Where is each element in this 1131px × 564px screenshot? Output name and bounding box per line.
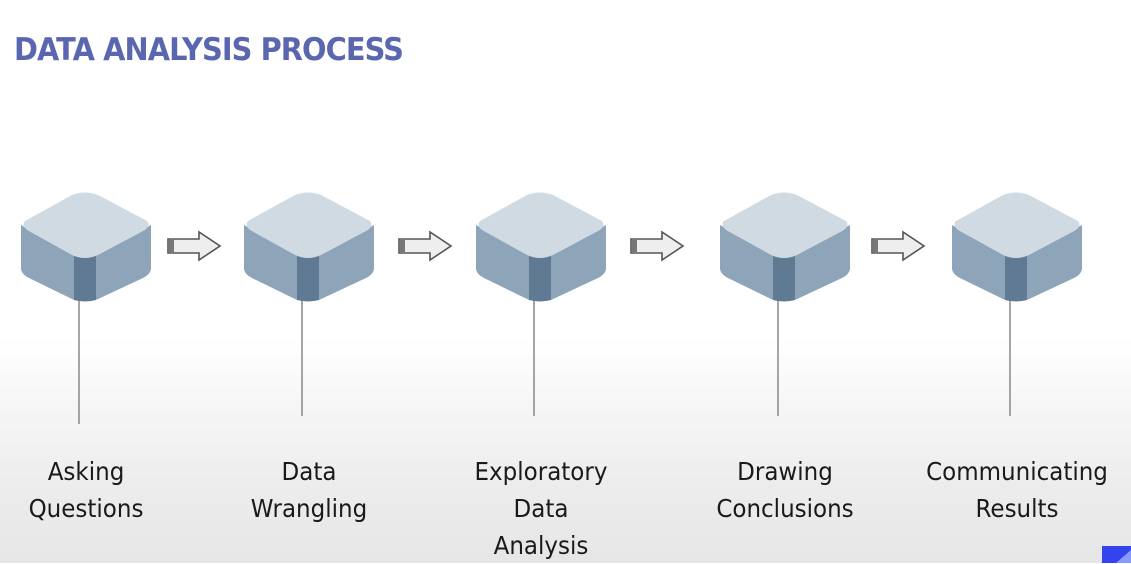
step-label-line: Questions	[28, 494, 144, 523]
step-label-line: Analysis	[493, 531, 589, 560]
arrow-tail-shade	[873, 240, 878, 252]
box-right-face	[319, 225, 374, 300]
step-label-line: Data	[513, 494, 569, 523]
box-right-face	[795, 225, 850, 300]
step-box-5	[952, 192, 1082, 416]
box-left-face	[720, 225, 773, 300]
step-box-2	[244, 192, 374, 416]
box-front-seam	[773, 255, 795, 302]
right-arrow-icon	[167, 230, 222, 262]
process-arrows	[167, 230, 926, 262]
step-box-3	[476, 192, 606, 416]
right-arrow-icon	[871, 230, 926, 262]
box-top-face	[246, 192, 372, 258]
box-left-face	[952, 225, 1005, 300]
process-steps	[21, 192, 1082, 424]
corner-logo-icon	[1102, 546, 1131, 563]
box-front-seam	[297, 255, 319, 302]
box-top-face	[722, 192, 848, 258]
step-label-line: Exploratory	[474, 457, 608, 486]
box-right-face	[1027, 225, 1082, 300]
step-label-line: Asking	[47, 457, 125, 486]
step-label-line: Wrangling	[250, 494, 368, 523]
box-front-seam	[1005, 255, 1027, 302]
arrow-tail-shade	[169, 240, 174, 252]
step-label-line: Conclusions	[716, 494, 854, 523]
box-top-face	[478, 192, 604, 258]
step-box-4	[720, 192, 850, 416]
box-right-face	[551, 225, 606, 300]
box-front-seam	[74, 255, 96, 302]
step-label-line: Drawing	[737, 457, 833, 486]
box-right-face	[96, 225, 151, 300]
step-box-1	[21, 192, 151, 424]
step-label-line: Data	[281, 457, 337, 486]
right-arrow-icon	[630, 230, 685, 262]
page-title: DATA ANALYSIS PROCESS	[14, 32, 404, 68]
step-label-line: Communicating	[926, 457, 1108, 486]
right-arrow-icon	[398, 230, 453, 262]
box-left-face	[244, 225, 297, 300]
box-left-face	[21, 225, 74, 300]
box-top-face	[954, 192, 1080, 258]
arrow-tail-shade	[400, 240, 405, 252]
step-label-line: Results	[975, 494, 1059, 523]
arrow-tail-shade	[632, 240, 637, 252]
box-top-face	[23, 192, 149, 258]
box-front-seam	[529, 255, 551, 302]
box-left-face	[476, 225, 529, 300]
